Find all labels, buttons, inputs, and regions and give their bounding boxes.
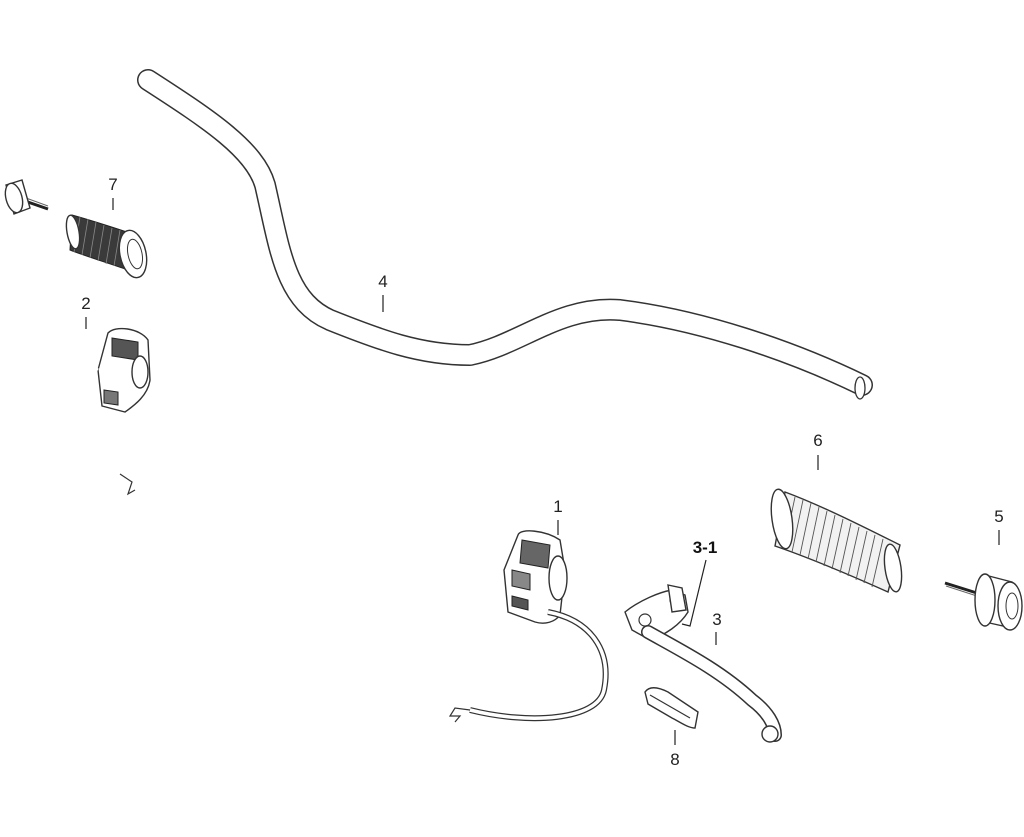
left-grip: [65, 214, 148, 279]
handlebar: [137, 69, 873, 400]
callout-3-1: 3-1: [693, 538, 718, 557]
right-grip: [770, 488, 903, 593]
callout-1: 1: [553, 497, 562, 516]
clutch-lever-assembly: [624, 584, 782, 743]
callout-4: 4: [378, 272, 387, 291]
callout-2: 2: [81, 294, 90, 313]
leader-lines: [85, 198, 1000, 745]
callout-7: 7: [108, 175, 117, 194]
callout-5: 5: [994, 507, 1003, 526]
callout-6: 6: [813, 431, 822, 450]
callout-8: 8: [670, 750, 679, 769]
right-switch-assembly: [448, 530, 609, 723]
left-bar-end-weight: [4, 179, 49, 215]
lever-cover: [644, 687, 699, 729]
left-switch-assembly: [36, 327, 151, 496]
right-bar-end-weight: [944, 573, 1023, 631]
callout-3: 3: [712, 610, 721, 629]
